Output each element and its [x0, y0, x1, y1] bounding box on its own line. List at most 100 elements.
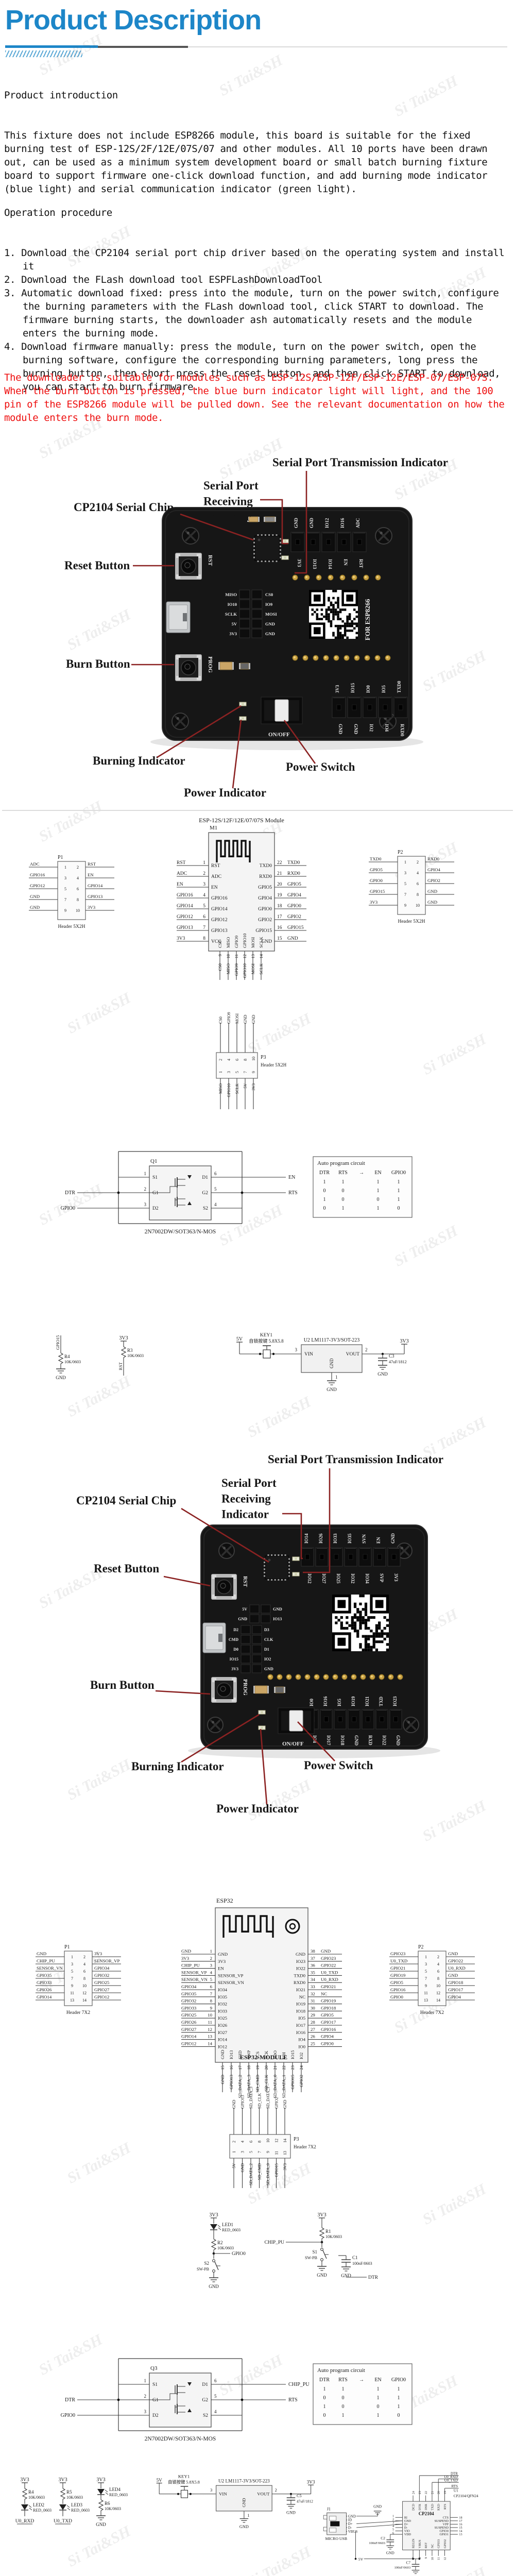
svg-text:12: 12: [208, 2027, 212, 2032]
svg-text:17: 17: [237, 2065, 243, 2070]
svg-text:自锁按键 5.8X5.8: 自锁按键 5.8X5.8: [249, 1338, 284, 1344]
svg-text:3V3: 3V3: [229, 631, 237, 636]
svg-text:G2: G2: [202, 1191, 208, 1196]
svg-text:MOSI: MOSI: [265, 612, 277, 617]
smd-led: [292, 1572, 300, 1577]
intro-body: This fixture does not include ESP8266 mo…: [4, 130, 493, 195]
svg-text:IO5: IO5: [298, 2015, 305, 2021]
svg-text:7: 7: [243, 1071, 248, 1073]
svg-text:CP2104/QFN24: CP2104/QFN24: [454, 2494, 478, 2498]
svg-text:GPIO0: GPIO0: [390, 1994, 404, 1999]
svg-text:3: 3: [71, 1962, 73, 1967]
svg-text:3V3: 3V3: [20, 2477, 29, 2483]
svg-text:0: 0: [342, 2395, 345, 2401]
svg-text:0: 0: [398, 1206, 400, 1211]
svg-text:R4: R4: [28, 2489, 34, 2495]
svg-text:Indicator: Indicator: [221, 1508, 269, 1521]
svg-text:10: 10: [251, 1057, 256, 1061]
svg-text:ADC: ADC: [177, 871, 187, 876]
svg-text:14: 14: [208, 2041, 212, 2046]
svg-text:1: 1: [210, 1948, 212, 1954]
svg-text:GPIO15: GPIO15: [274, 2163, 279, 2177]
svg-text:1: 1: [404, 860, 406, 865]
annotation-cp2104: CP2104 Serial Chip: [76, 1494, 176, 1507]
svg-text:自锁按键 5.8X5.8: 自锁按键 5.8X5.8: [168, 2480, 200, 2485]
svg-text:GPIO15: GPIO15: [287, 925, 304, 930]
svg-text:23: 23: [290, 2065, 295, 2070]
svg-text:20: 20: [277, 882, 282, 887]
svg-text:IO2: IO2: [299, 2053, 304, 2059]
svg-text:37: 37: [311, 1956, 315, 1961]
tactile-button-prog: PROG: [175, 654, 213, 681]
svg-text:100nF/0603: 100nF/0603: [352, 2261, 372, 2266]
operation-procedure: Operation procedure 1. Download the CP21…: [4, 179, 506, 420]
svg-text:MISO: MISO: [225, 592, 237, 597]
svg-text:12: 12: [274, 2139, 279, 2143]
annotation-line: [181, 1714, 260, 1763]
svg-text:GPIO0: GPIO0: [391, 2377, 406, 2383]
svg-text:GPIO9: GPIO9: [234, 963, 239, 976]
svg-text:GND: GND: [181, 1948, 191, 1954]
svg-text:CHIP_PU: CHIP_PU: [264, 2240, 284, 2245]
svg-text:CP2104 Serial Chip: CP2104 Serial Chip: [76, 1494, 176, 1507]
svg-text:GPIO0: GPIO0: [258, 907, 272, 912]
svg-text:6: 6: [392, 2532, 394, 2535]
svg-text:C7: C7: [406, 2561, 411, 2565]
svg-text:G1: G1: [152, 2398, 159, 2403]
svg-text:0: 0: [323, 1206, 326, 1211]
smd-component: [253, 1685, 269, 1694]
annotation-line: [181, 1507, 269, 1563]
svg-text:GPIO19: GPIO19: [321, 1998, 336, 2004]
svg-text:KEY1: KEY1: [260, 1333, 273, 1338]
svg-text:8: 8: [210, 1998, 213, 2004]
svg-text:2: 2: [144, 1187, 147, 1192]
svg-text:U1: U1: [454, 2488, 458, 2493]
svg-text:C3: C3: [389, 1353, 394, 1359]
svg-text:GPIO0: GPIO0: [440, 2530, 449, 2533]
svg-text:GPIO0: GPIO0: [321, 2041, 334, 2046]
svg-text:TXD0: TXD0: [397, 681, 402, 693]
svg-text:GPIO14: GPIO14: [177, 904, 193, 909]
svg-text:29: 29: [311, 2012, 315, 2018]
svg-text:34: 34: [311, 1977, 315, 1982]
svg-text:GND: GND: [218, 1952, 228, 1957]
svg-text:GND: GND: [264, 1667, 273, 1671]
svg-text:Serial Port: Serial Port: [203, 479, 259, 492]
svg-text:RTS: RTS: [288, 2397, 298, 2403]
svg-text:0: 0: [323, 2395, 326, 2401]
annotation-power-ind: Power Indicator: [216, 1802, 299, 1815]
warning-note: The downloader is suitable for modules s…: [4, 344, 508, 451]
svg-text:1: 1: [71, 1955, 73, 1959]
svg-text:ADC: ADC: [211, 874, 221, 879]
svg-text:3V3: 3V3: [231, 1667, 238, 1671]
svg-text:GPIO13: GPIO13: [88, 894, 103, 899]
svg-text:U0_TXD: U0_TXD: [321, 1970, 338, 1975]
svg-text:3V3: 3V3: [58, 2477, 67, 2483]
svg-text:ID: ID: [348, 2518, 352, 2522]
svg-text:MOSI: MOSI: [235, 1013, 239, 1024]
svg-text:5: 5: [203, 904, 205, 909]
svg-text:25: 25: [311, 2041, 315, 2046]
svg-text:GPIO15: GPIO15: [290, 2075, 295, 2089]
svg-text:DTR: DTR: [419, 2503, 422, 2510]
svg-text:GPIO25: GPIO25: [181, 2012, 197, 2018]
svg-text:ESP32-MODULE: ESP32-MODULE: [240, 2054, 287, 2061]
title-underline-dark: [98, 46, 188, 48]
svg-text:2: 2: [417, 860, 419, 865]
svg-text:13: 13: [459, 2533, 462, 2536]
svg-text:3V3: 3V3: [218, 1959, 226, 1964]
svg-text:6: 6: [210, 1984, 213, 1989]
svg-text:U0_RXD: U0_RXD: [448, 1965, 466, 1971]
svg-text:IO26: IO26: [318, 1533, 323, 1544]
procedure-heading: Operation procedure: [4, 207, 112, 218]
svg-text:3V3: 3V3: [283, 2163, 287, 2171]
svg-text:EN: EN: [211, 885, 218, 890]
svg-text:SD_DATA_3: SD_DATA_3: [246, 2075, 251, 2098]
svg-text:SD_CMD: SD_CMD: [258, 2163, 262, 2180]
svg-text:13: 13: [70, 1998, 74, 2003]
